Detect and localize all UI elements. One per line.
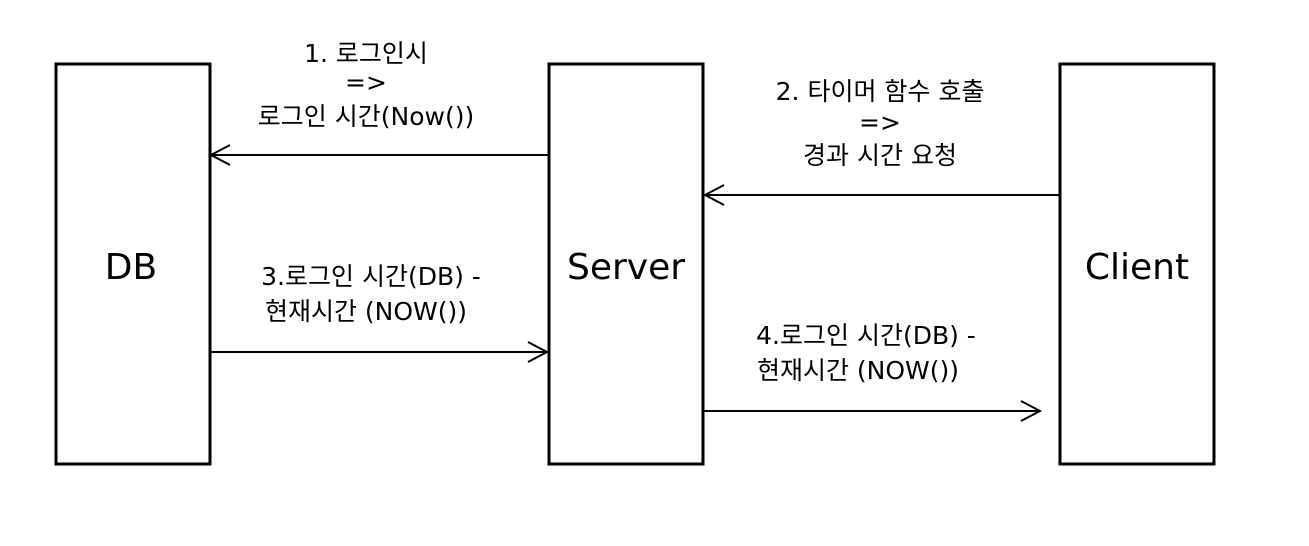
db-label: DB bbox=[105, 247, 157, 288]
server-node: Server bbox=[547, 62, 705, 466]
server-box bbox=[547, 62, 705, 466]
message-4: 4.로그인 시간(DB) - 현재시간 (NOW()) bbox=[703, 321, 1043, 422]
message-3-line-1: 3.로그인 시간(DB) - bbox=[261, 262, 481, 291]
arrow-head-left bbox=[208, 144, 231, 166]
client-label: Client bbox=[1085, 247, 1189, 288]
db-node: DB bbox=[54, 62, 212, 466]
message-2: 2. 타이머 함수 호출 => 경과 시간 요청 bbox=[702, 77, 1060, 206]
arrow-head-right bbox=[1020, 400, 1043, 422]
message-2-line-2: => bbox=[859, 108, 901, 137]
message-4-line-2: 현재시간 (NOW()) bbox=[757, 356, 959, 385]
message-1-line-2: => bbox=[345, 68, 387, 97]
message-2-line-3: 경과 시간 요청 bbox=[803, 141, 957, 170]
server-label: Server bbox=[567, 247, 685, 288]
message-4-line-1: 4.로그인 시간(DB) - bbox=[756, 321, 976, 350]
message-3: 3.로그인 시간(DB) - 현재시간 (NOW()) bbox=[210, 262, 550, 363]
client-box bbox=[1058, 62, 1216, 466]
message-2-line-1: 2. 타이머 함수 호출 bbox=[776, 77, 985, 106]
message-1-line-1: 1. 로그인시 bbox=[304, 39, 428, 68]
arrow-head-right bbox=[527, 341, 550, 363]
client-node: Client bbox=[1058, 62, 1216, 466]
message-3-line-2: 현재시간 (NOW()) bbox=[265, 297, 467, 326]
arrow-head-left bbox=[702, 184, 725, 206]
db-box bbox=[54, 62, 212, 466]
message-1: 1. 로그인시 => 로그인 시간(Now()) bbox=[208, 39, 549, 166]
message-1-line-3: 로그인 시간(Now()) bbox=[258, 102, 474, 131]
